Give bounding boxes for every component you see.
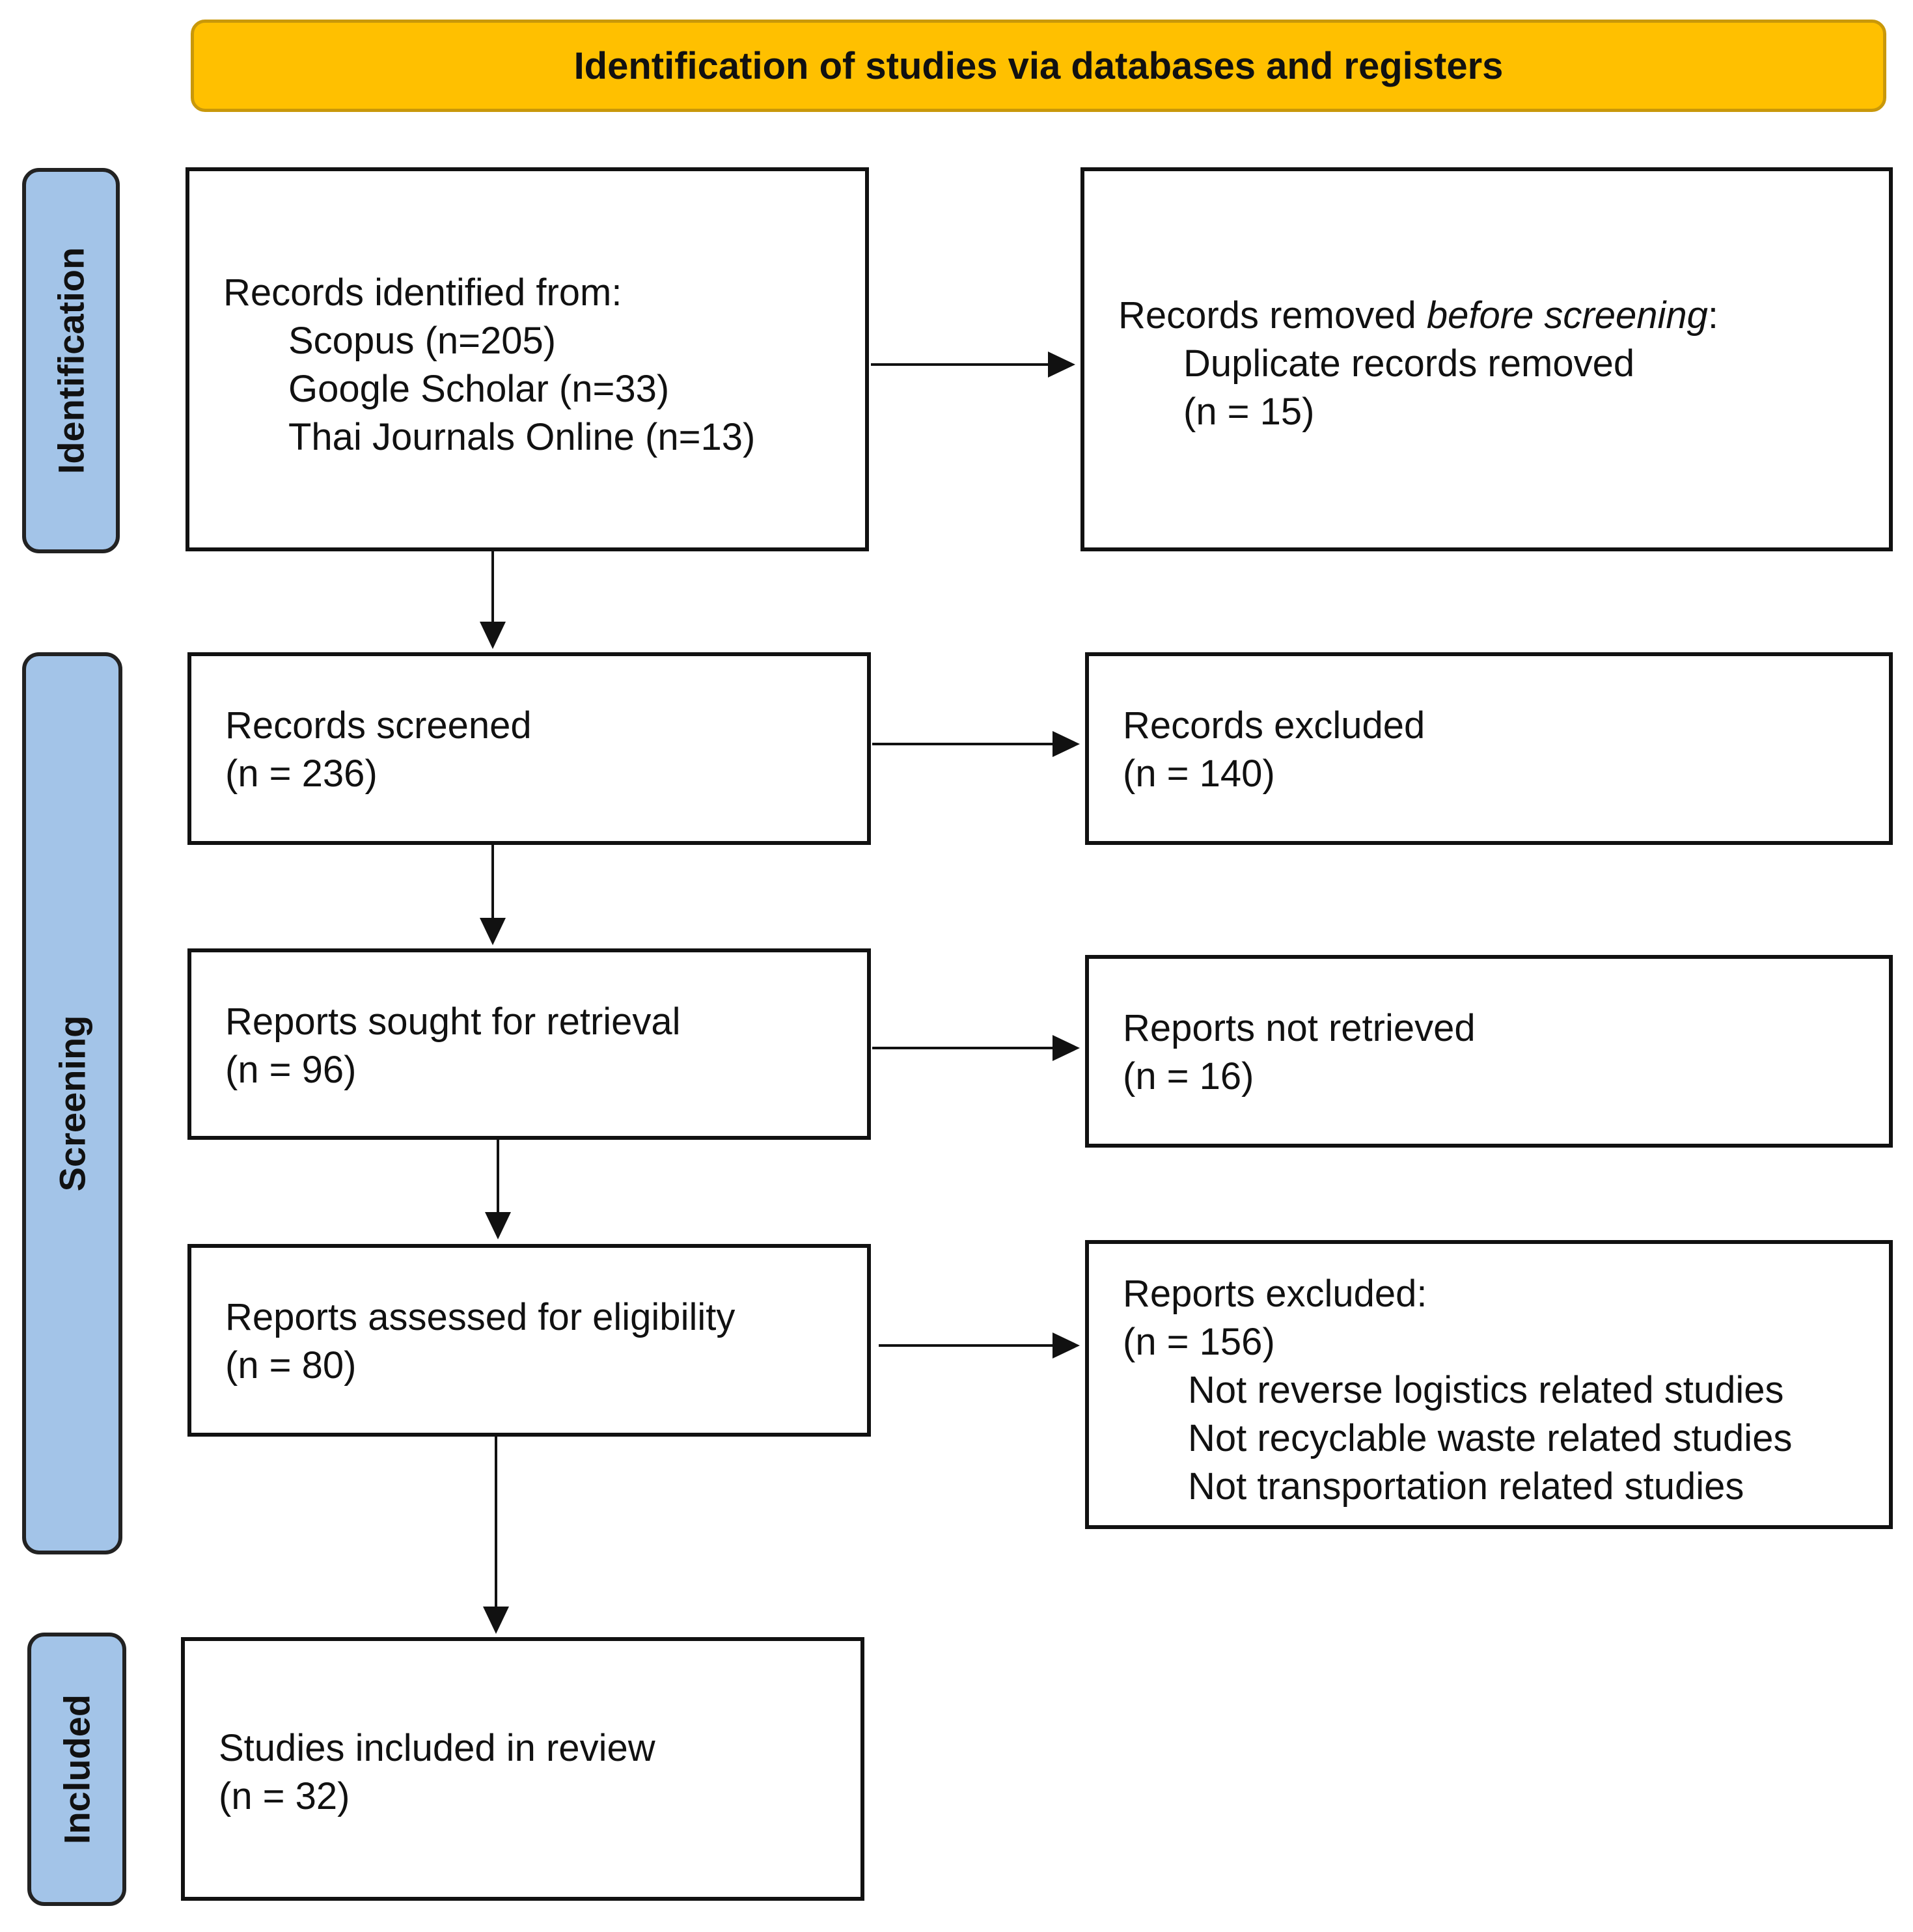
reports-not-retrieved-count: (n = 16) xyxy=(1123,1055,1254,1097)
reports-sought-title: Reports sought for retrieval xyxy=(225,1000,681,1043)
arrowhead xyxy=(485,1212,511,1239)
arrowhead xyxy=(1053,1332,1080,1359)
arrowhead xyxy=(480,622,506,649)
arrowhead xyxy=(483,1607,509,1634)
arrowhead xyxy=(1048,352,1075,378)
studies-included-title: Studies included in review xyxy=(219,1727,655,1769)
records-excluded-count: (n = 140) xyxy=(1123,752,1275,795)
reports-assessed-box: Reports assessed for eligibility (n = 80… xyxy=(187,1244,871,1437)
phase-identification: Identification xyxy=(22,168,120,553)
studies-included-box: Studies included in review (n = 32) xyxy=(181,1637,864,1901)
records-excluded-title: Records excluded xyxy=(1123,704,1425,747)
duplicate-records-count: (n = 15) xyxy=(1183,391,1315,433)
records-removed-title-start: Records removed xyxy=(1118,294,1427,337)
exclusion-reason: Not recyclable waste related studies xyxy=(1188,1417,1793,1459)
records-screened-count: (n = 236) xyxy=(225,752,378,795)
reports-sought-box: Reports sought for retrieval (n = 96) xyxy=(187,948,871,1140)
records-excluded-box: Records excluded (n = 140) xyxy=(1085,652,1893,845)
exclusion-reason: Not reverse logistics related studies xyxy=(1188,1369,1784,1411)
phase-screening: Screening xyxy=(22,652,122,1554)
duplicate-records-label: Duplicate records removed xyxy=(1183,342,1635,385)
records-removed-title-italic: before screening xyxy=(1426,294,1708,337)
reports-excluded-count: (n = 156) xyxy=(1123,1321,1275,1363)
records-screened-box: Records screened (n = 236) xyxy=(187,652,871,845)
source-google-scholar: Google Scholar (n=33) xyxy=(288,368,670,410)
records-removed-title-end: : xyxy=(1707,294,1719,337)
reports-excluded-title: Reports excluded: xyxy=(1123,1273,1427,1315)
reports-excluded-box: Reports excluded: (n = 156) Not reverse … xyxy=(1085,1240,1893,1529)
reports-not-retrieved-title: Reports not retrieved xyxy=(1123,1007,1476,1049)
arrowhead xyxy=(1053,1035,1080,1061)
arrowhead xyxy=(480,918,506,945)
arrowhead xyxy=(1053,731,1080,757)
records-removed-title: Records removed before screening: xyxy=(1118,292,1876,340)
records-identified-title: Records identified from: xyxy=(223,271,622,314)
header-title: Identification of studies via databases … xyxy=(573,44,1504,87)
source-scopus: Scopus (n=205) xyxy=(288,320,557,362)
records-removed-box: Records removed before screening: Duplic… xyxy=(1080,167,1893,551)
header-banner: Identification of studies via databases … xyxy=(191,20,1886,112)
reports-not-retrieved-box: Reports not retrieved (n = 16) xyxy=(1085,955,1893,1148)
studies-included-count: (n = 32) xyxy=(219,1775,350,1817)
phase-included: Included xyxy=(27,1633,126,1906)
records-screened-title: Records screened xyxy=(225,704,532,747)
records-identified-box: Records identified from: Scopus (n=205) … xyxy=(186,167,869,551)
source-thai-journals: Thai Journals Online (n=13) xyxy=(288,416,756,458)
exclusion-reason: Not transportation related studies xyxy=(1188,1465,1744,1508)
reports-assessed-title: Reports assessed for eligibility xyxy=(225,1296,736,1338)
reports-assessed-count: (n = 80) xyxy=(225,1344,357,1387)
reports-sought-count: (n = 96) xyxy=(225,1049,357,1091)
